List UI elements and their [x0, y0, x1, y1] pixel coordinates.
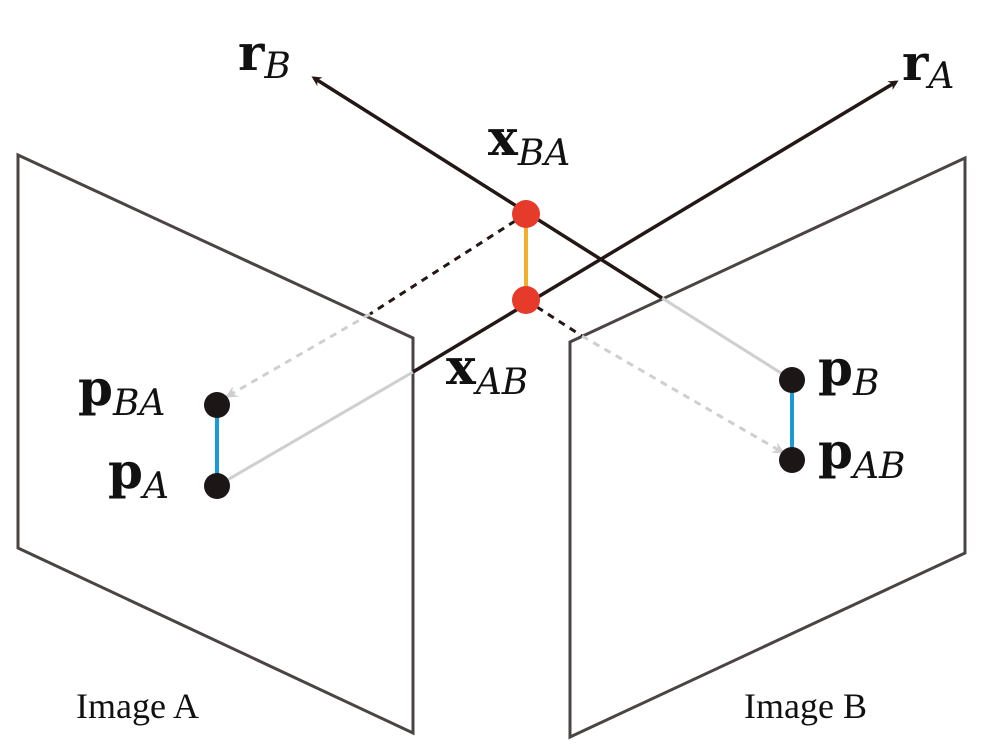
point-p-b — [779, 367, 805, 393]
image-plane-b — [568, 155, 967, 740]
point-p-a — [204, 473, 230, 499]
label-r-a: rA — [902, 33, 954, 97]
image-plane-a — [16, 152, 415, 736]
projection-xba-behind — [225, 312, 371, 398]
ray-b-behind-plane — [661, 296, 793, 382]
caption-image-a: Image A — [76, 686, 199, 726]
label-x-ab: xAB — [446, 337, 528, 403]
label-p-ba: pBA — [78, 358, 165, 424]
label-p-a: pA — [108, 441, 169, 507]
label-p-b: pB — [818, 338, 879, 404]
projection-xab-front — [525, 298, 583, 338]
ray-b — [311, 76, 663, 300]
projection-xba-front — [369, 212, 527, 316]
ray-a-behind-plane — [216, 370, 414, 488]
ray-a — [412, 80, 899, 374]
label-p-ab: pAB — [818, 421, 905, 487]
label-x-ba: xBA — [488, 108, 570, 174]
point-p-ab — [779, 447, 805, 473]
label-r-b: rB — [238, 23, 291, 87]
point-p-ba — [204, 392, 230, 418]
point-x-ba — [512, 200, 540, 228]
caption-image-b: Image B — [744, 686, 867, 726]
point-x-ab — [512, 286, 540, 314]
